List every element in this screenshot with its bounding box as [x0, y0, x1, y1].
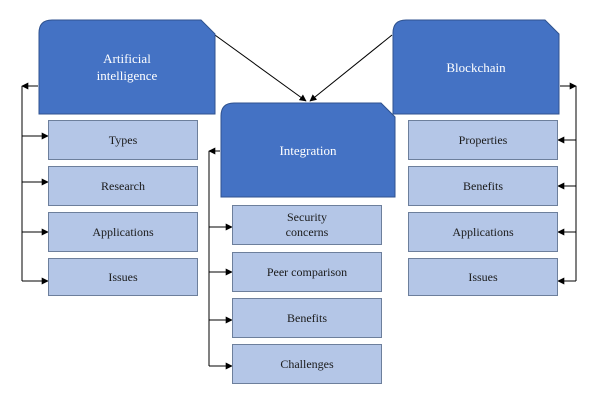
ai-header-shape	[38, 19, 216, 115]
integration-header-shape	[220, 102, 396, 198]
blockchain-header-shape	[392, 19, 560, 115]
ai-header: Artificial intelligence	[38, 19, 216, 115]
ai-item-applications: Applications	[48, 212, 198, 252]
integration-item-benefits: Benefits	[232, 298, 382, 338]
integration-item-peer-comparison: Peer comparison	[232, 252, 382, 292]
blockchain-item-issues: Issues	[408, 258, 558, 296]
blockchain-title: Blockchain	[446, 59, 506, 75]
ai-title: Artificial intelligence	[96, 51, 158, 83]
blockchain-header: Blockchain	[392, 19, 560, 115]
blockchain-item-properties: Properties	[408, 120, 558, 160]
integration-title: Integration	[279, 142, 337, 158]
blockchain-item-applications: Applications	[408, 212, 558, 252]
ai-to-integration-arrow	[207, 29, 307, 102]
ai-item-issues: Issues	[48, 258, 198, 296]
ai-item-research: Research	[48, 166, 198, 206]
blockchain-to-integration-arrow	[309, 34, 393, 102]
ai-item-types: Types	[48, 120, 198, 160]
blockchain-item-benefits: Benefits	[408, 166, 558, 206]
integration-header: Integration	[220, 102, 396, 198]
integration-item-security-concerns: Security concerns	[232, 205, 382, 245]
integration-item-challenges: Challenges	[232, 344, 382, 384]
